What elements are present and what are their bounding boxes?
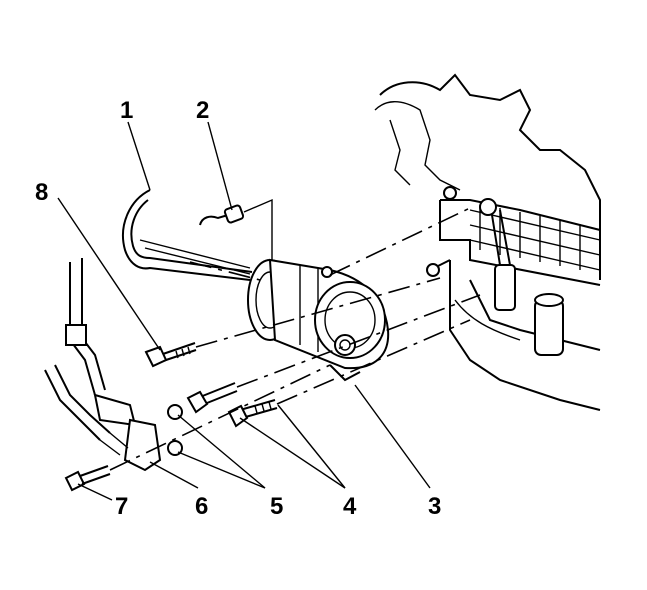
long-bolt bbox=[144, 342, 197, 368]
callout-8: 8 bbox=[35, 179, 48, 206]
callout-6: 6 bbox=[195, 493, 208, 520]
callout-4: 4 bbox=[343, 493, 357, 520]
leader-lines bbox=[57, 121, 431, 501]
callout-2: 2 bbox=[196, 97, 209, 124]
alignment-lines bbox=[109, 207, 481, 471]
drive-belt bbox=[122, 189, 253, 281]
compressor-bolt bbox=[186, 382, 278, 428]
o-ring-seal bbox=[167, 404, 183, 456]
callout-5: 5 bbox=[270, 493, 283, 520]
callout-3: 3 bbox=[428, 493, 441, 520]
engine-block bbox=[374, 73, 601, 411]
ac-compressor bbox=[247, 258, 390, 382]
manifold-bolt bbox=[64, 465, 111, 492]
callout-7: 7 bbox=[115, 493, 128, 520]
callout-1: 1 bbox=[120, 97, 133, 124]
hose-manifold bbox=[44, 258, 162, 472]
